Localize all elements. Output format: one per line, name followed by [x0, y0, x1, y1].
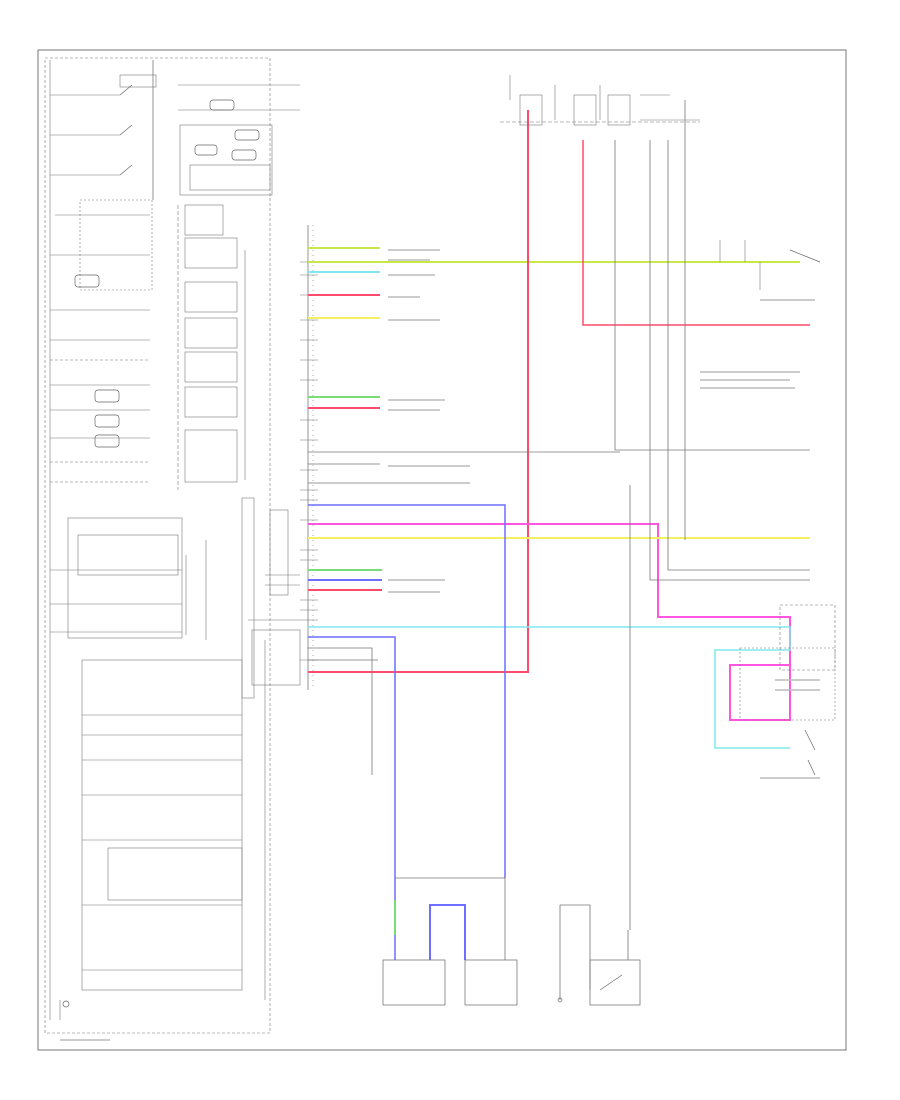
parking-brake-switch	[589, 959, 641, 1006]
indicator-switch-group	[50, 84, 153, 483]
wire-red-right	[582, 140, 810, 326]
meter-center-column	[177, 84, 301, 1000]
wire-blue-loop	[429, 904, 466, 960]
fuel-sender-main	[382, 959, 446, 1006]
page-frame	[37, 49, 847, 1051]
wire-blue-2	[308, 636, 396, 960]
meter-sub-blocks	[50, 517, 243, 1020]
wire-harness	[308, 110, 810, 960]
wire-blue	[308, 504, 506, 878]
top-fuse-block	[500, 75, 700, 126]
wire-cyan-long	[308, 626, 791, 749]
bottom-components	[371, 760, 641, 1006]
fuel-sender-sub	[464, 959, 518, 1006]
right-components	[719, 240, 836, 776]
gray-wires	[308, 100, 810, 1000]
wire-magenta	[308, 523, 791, 721]
wire-red-main	[308, 110, 529, 673]
combination-meter-block	[44, 57, 301, 1034]
label-placeholders	[60, 249, 820, 1041]
